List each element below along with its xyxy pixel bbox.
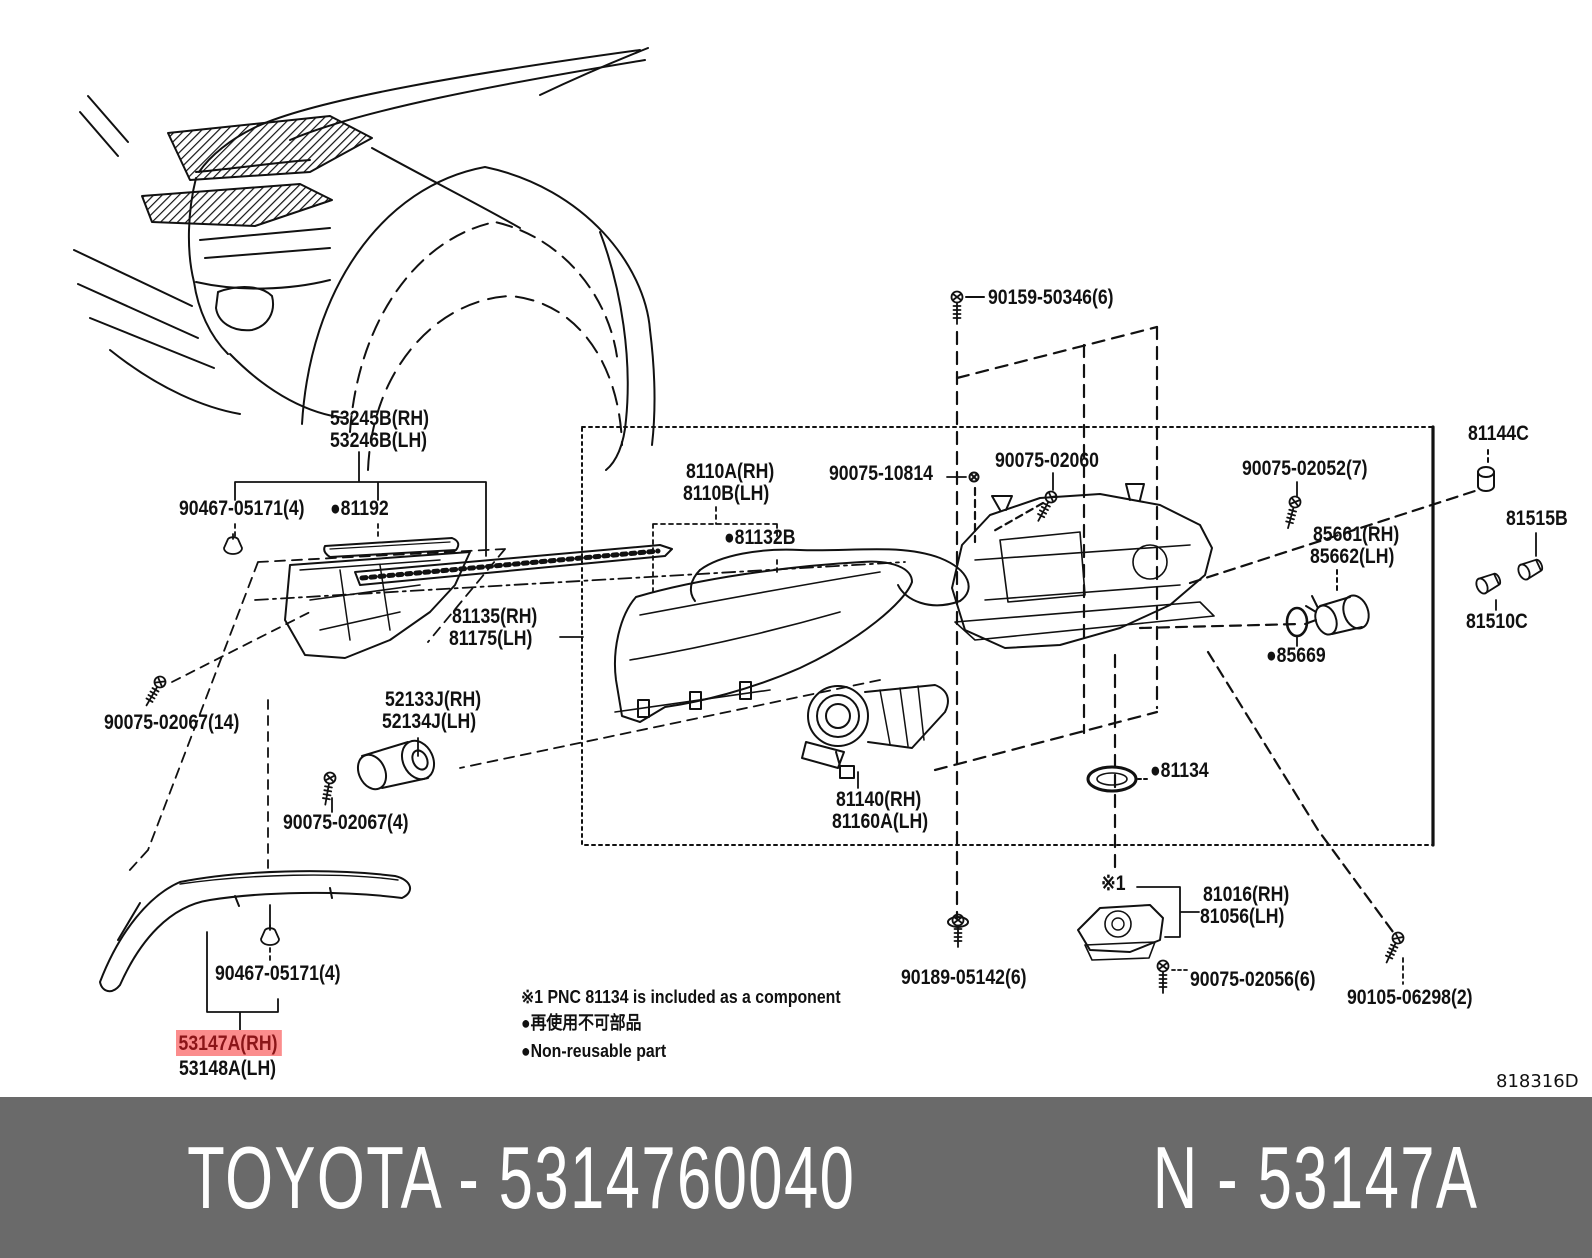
- fog-lamp-part: [801, 684, 949, 789]
- part-label-81175: 81175(LH): [449, 627, 533, 650]
- diagram-code: 818316D: [1496, 1071, 1579, 1092]
- part-label-8110a: 8110A(RH): [686, 460, 775, 483]
- part-label-81056: 81056(LH): [1200, 905, 1285, 928]
- part-label-52133j: 52133J(RH): [385, 688, 482, 711]
- gasket-oval-81134: [1086, 765, 1149, 793]
- assembly-box: [581, 425, 1435, 847]
- part-label-90075-02067-14: 90075-02067(14): [104, 711, 240, 734]
- part-label-90075-02052: 90075-02052(7): [1242, 457, 1368, 480]
- screw-icon-02067-14: [140, 673, 169, 710]
- part-label-90159: 90159-50346(6): [988, 286, 1114, 309]
- clip-icon-lower: [260, 924, 280, 946]
- footer-part-number: TOYOTA - 5314760040: [187, 1127, 856, 1227]
- screw-icon-10814: [946, 471, 980, 483]
- part-label-90467-upper: 90467-05171(4): [179, 497, 305, 520]
- screw-icon-02067-4: [318, 770, 338, 807]
- footer-bar: TOYOTA - 5314760040 N - 53147A: [0, 1097, 1592, 1258]
- part-label-52134j: 52134J(LH): [382, 710, 477, 733]
- part-label-81510c: 81510C: [1466, 610, 1528, 633]
- screw-icon-90105: [1380, 929, 1407, 966]
- part-label-90075-10814: 90075-10814: [829, 462, 933, 485]
- bulb-icon-81515b: [1515, 555, 1546, 583]
- bulb-socket-85661: [1304, 569, 1370, 636]
- part-label-53147a-highlighted[interactable]: 53147A(RH): [176, 1030, 282, 1056]
- part-label-85669: ●85669: [1266, 644, 1326, 667]
- bullet-81144c: [1477, 449, 1495, 492]
- part-label-53148a: 53148A(LH): [179, 1057, 277, 1080]
- bulb-icon-81510c: [1473, 569, 1504, 597]
- part-label-81192: ●81192: [330, 497, 389, 520]
- part-label-81160a: 81160A(LH): [832, 810, 929, 833]
- screw-icon-02056: [1156, 959, 1170, 994]
- part-label-90075-02067-4: 90075-02067(4): [283, 811, 409, 834]
- headlamp-lens-unit: [614, 506, 970, 723]
- garnish-moulding-part: [99, 870, 411, 993]
- part-label-81515b: 81515B: [1506, 507, 1568, 530]
- part-label-81140: 81140(RH): [836, 788, 922, 811]
- part-label-90467-lower: 90467-05171(4): [215, 962, 341, 985]
- note-nonreusable-en: ●Non-reusable part: [521, 1041, 667, 1061]
- part-label-81132b: ●81132B: [724, 526, 796, 549]
- part-label-90075-02060: 90075-02060: [995, 449, 1099, 472]
- side-marker-part: [356, 739, 436, 791]
- part-label-90075-02056: 90075-02056(6): [1190, 968, 1316, 991]
- part-label-8110b: 8110B(LH): [683, 482, 770, 505]
- part-label-81144c: 81144C: [1468, 422, 1529, 445]
- part-label-85661: 85661(RH): [1313, 523, 1400, 546]
- note-nonreusable-jp: ●再使用不可部品: [521, 1013, 642, 1033]
- clip-icon-upper: [223, 533, 243, 555]
- part-label-85662: 85662(LH): [1310, 545, 1395, 568]
- moulding-strip-81192: [323, 537, 460, 558]
- part-label-81134: ●81134: [1150, 759, 1209, 782]
- part-label-90189: 90189-05142(6): [901, 966, 1027, 989]
- reference-mark-1: ※1: [1101, 872, 1126, 895]
- reference-dashed-lines: [933, 325, 1480, 938]
- leveling-unit-part: [1077, 886, 1200, 961]
- part-label-53246b: 53246B(LH): [330, 429, 428, 452]
- o-ring-85669: [1285, 606, 1309, 647]
- footer-pnc: N - 53147A: [1152, 1127, 1479, 1227]
- screw-icon-90189: [947, 913, 969, 948]
- fender-liner-part: [284, 544, 673, 659]
- screw-icon-90159: [950, 290, 964, 325]
- screw-icon-02052: [1281, 494, 1303, 531]
- note-component: ※1 PNC 81134 is included as a component: [521, 987, 841, 1007]
- part-label-53245b: 53245B(RH): [330, 407, 430, 430]
- part-label-81135: 81135(RH): [452, 605, 538, 628]
- car-front-sketch: [73, 47, 656, 471]
- part-label-81016: 81016(RH): [1203, 883, 1290, 906]
- part-label-90105: 90105-06298(2): [1347, 986, 1473, 1009]
- headlamp-housing-part: [951, 483, 1215, 649]
